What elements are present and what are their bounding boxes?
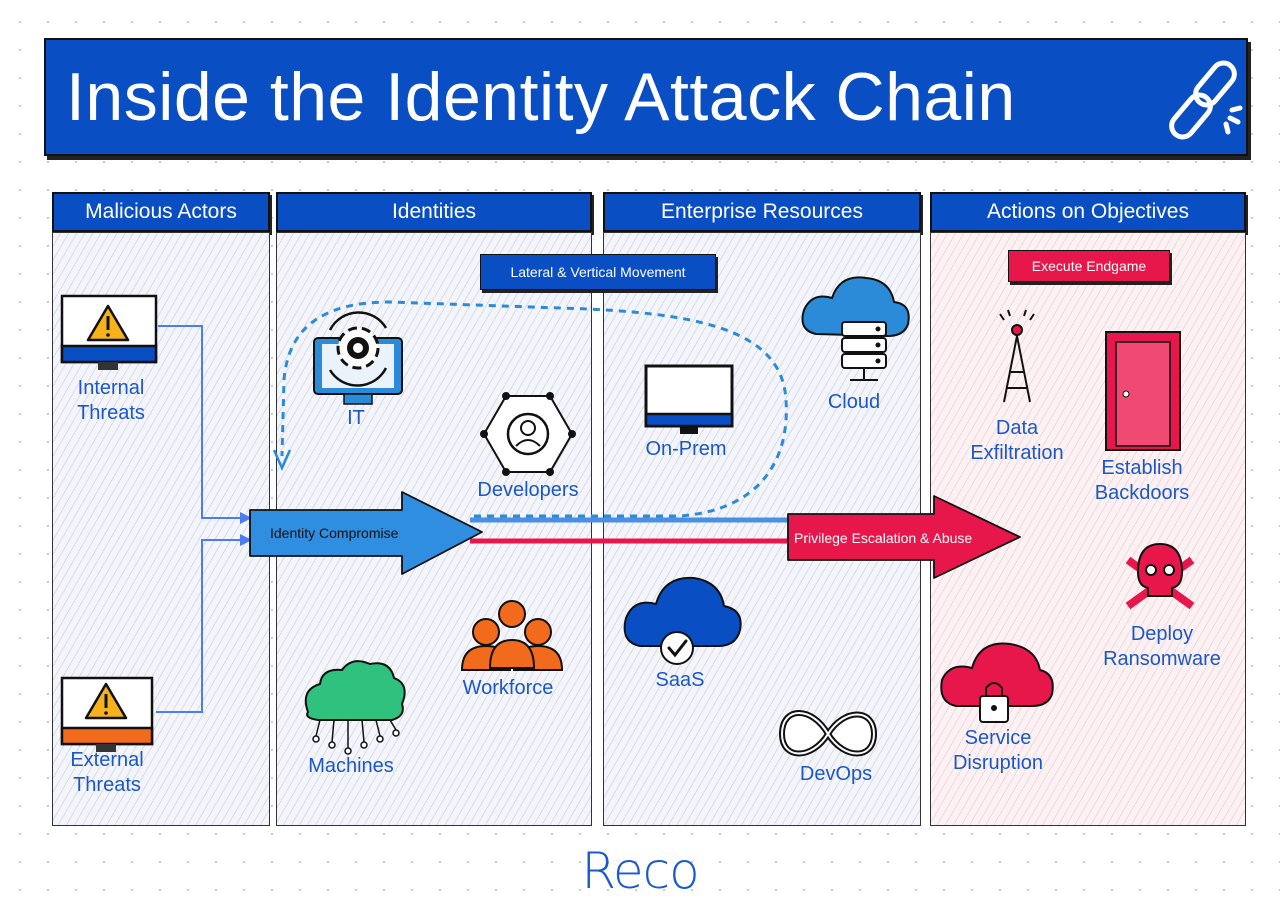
title-banner: Inside the Identity Attack Chain <box>44 38 1248 156</box>
machines-brain-icon <box>304 660 406 755</box>
data-exfiltration-tower-icon <box>999 309 1035 403</box>
identity-compromise-arrow <box>249 491 483 575</box>
workforce-label: Workforce <box>462 677 554 699</box>
actor-connectors <box>156 325 246 713</box>
column-header-malicious-actors: Malicious Actors <box>52 192 270 232</box>
machines-label: Machines <box>308 755 394 777</box>
developers-network-icon <box>480 392 576 476</box>
column-header-enterprise-resources: Enterprise Resources <box>603 192 921 232</box>
ransomware-skull-icon <box>1125 542 1195 610</box>
backdoor-door-icon <box>1105 331 1181 451</box>
saas-label: SaaS <box>655 669 705 691</box>
internal-threat-monitor-icon <box>60 294 158 370</box>
external-threat-monitor-icon <box>60 676 154 752</box>
cloud-label: Cloud <box>827 391 881 413</box>
lateral-movement-tag: Lateral & Vertical Movement <box>480 254 716 290</box>
page-title: Inside the Identity Attack Chain <box>66 59 1016 135</box>
workforce-people-icon <box>460 600 564 671</box>
it-label: IT <box>347 407 365 429</box>
service-disruption-cloud-icon <box>940 642 1054 723</box>
internal-threats-label: Internal Threats <box>77 377 145 424</box>
establish-backdoors-label: Establish Backdoors <box>1094 457 1190 504</box>
it-gear-monitor-icon <box>313 311 403 405</box>
reco-logo: Reco <box>581 842 699 900</box>
privilege-escalation-label: Privilege Escalation & Abuse <box>794 530 973 546</box>
on-prem-monitor-icon <box>644 364 734 434</box>
cloud-server-icon <box>801 276 910 381</box>
on-prem-label: On-Prem <box>645 438 727 460</box>
developers-label: Developers <box>477 479 579 501</box>
data-exfiltration-label: Data Exfiltration <box>970 417 1064 464</box>
column-header-actions-on-objectives: Actions on Objectives <box>930 192 1246 232</box>
deploy-ransomware-label: Deploy Ransomware <box>1103 623 1221 670</box>
privilege-escalation-arrow <box>787 495 1021 579</box>
external-threats-label: External Threats <box>70 749 144 796</box>
service-disruption-label: Service Disruption <box>952 727 1044 774</box>
devops-label: DevOps <box>799 763 873 785</box>
broken-chain-icon <box>1169 60 1243 140</box>
execute-endgame-tag: Execute Endgame <box>1008 250 1170 282</box>
saas-cloud-icon <box>623 576 742 665</box>
column-header-identities: Identities <box>276 192 592 232</box>
identity-compromise-label: Identity Compromise <box>270 525 399 541</box>
